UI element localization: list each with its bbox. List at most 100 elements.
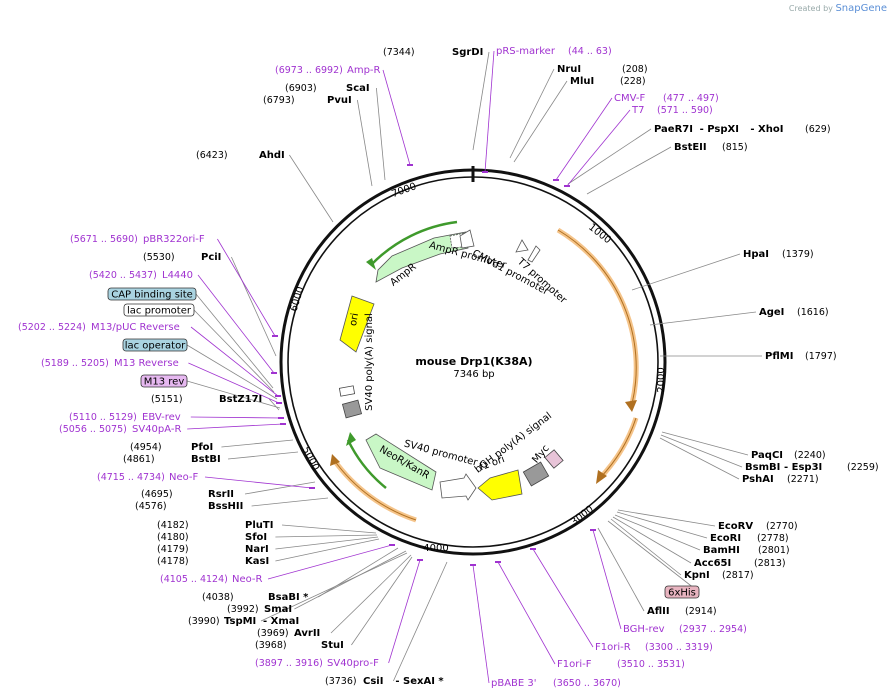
site-pos-nari: (4179) xyxy=(157,544,189,555)
site-paqci: PaqCI xyxy=(751,450,783,461)
box-lac-operator xyxy=(122,338,188,352)
primer-pos-prs-marker: (44 .. 63) xyxy=(568,46,612,57)
box-leader-lac-operator xyxy=(186,344,278,400)
tick-label-7000: 7000 xyxy=(390,181,418,200)
site-avrii: AvrII xyxy=(294,628,320,639)
ampr-arc-arrow xyxy=(366,258,376,270)
box-label-cap-binding-site: CAP binding site xyxy=(111,290,193,301)
leader-hpai xyxy=(631,253,741,291)
site-csii: CsiI xyxy=(363,676,383,687)
site-hpai: HpaI xyxy=(743,249,769,260)
site-alias-esp3i: - Esp3I xyxy=(784,462,822,473)
credit-text: Created by xyxy=(788,4,833,13)
site-pos-ecorv: (2770) xyxy=(766,521,798,532)
site-pos-paer7i: (629) xyxy=(805,124,831,135)
box-leader-6xhis xyxy=(607,520,700,593)
primer-bgh-rev: BGH-rev xyxy=(623,624,665,635)
primer-pos-sv40pro-f: (3897 .. 3916) xyxy=(255,658,323,669)
site-pos-stui: (3968) xyxy=(255,640,287,651)
leader-kpni xyxy=(610,518,682,576)
primer-l4440: L4440 xyxy=(162,270,193,281)
primer-f1ori-f: F1ori-F xyxy=(557,659,592,670)
snapgene-logo: SnapGene xyxy=(835,3,887,14)
primer-t7: T7 xyxy=(631,105,644,116)
site-pos-ecori: (2778) xyxy=(757,533,789,544)
site-pos-pflmi: (1797) xyxy=(805,351,837,362)
site-kasi: KasI xyxy=(245,556,269,567)
site-pos-bsabi: (4038) xyxy=(202,592,234,603)
primer-pos-neo-f: (4715 .. 4734) xyxy=(97,472,165,483)
site-nrui: NruI xyxy=(557,64,581,75)
tick-label-3000: 3000 xyxy=(569,504,596,528)
site-pos-tspmi: (3990) xyxy=(188,616,220,627)
box-leader-cap-binding-site xyxy=(195,293,274,389)
site-acc65i: Acc65I xyxy=(694,558,731,569)
leader-ecorv xyxy=(617,509,716,527)
leader-bstz17i xyxy=(268,398,280,411)
primer-pos-amp-r: (6973 .. 6992) xyxy=(275,65,343,76)
site-tspmi: TspMI xyxy=(224,616,256,627)
site-stui: StuI xyxy=(321,640,344,651)
site-pvui: PvuI xyxy=(327,95,352,106)
sv40-polya-feature xyxy=(341,399,363,419)
site-aflii: AflII xyxy=(647,606,670,617)
primer-leader-amp-r xyxy=(382,69,411,166)
site-pos-bstz17i: (5151) xyxy=(151,394,183,405)
site-pos-pshai: (2271) xyxy=(787,474,819,485)
primer-pos-m13-reverse: (5189 .. 5205) xyxy=(41,358,109,369)
site-pos-aflii: (2914) xyxy=(685,606,717,617)
leader-sgrdi xyxy=(472,51,490,151)
site-kpni: KpnI xyxy=(684,570,710,581)
primer-leader-neo-f xyxy=(204,476,313,489)
box-6xhis xyxy=(664,585,700,599)
tick-label-2000: 2000 xyxy=(656,367,667,392)
site-pos-bsshii: (4576) xyxy=(135,501,167,512)
leader-kasi xyxy=(275,538,380,562)
feature-label-f1-ori: f1 ori xyxy=(478,454,506,473)
site-agei: AgeI xyxy=(759,307,784,318)
site-ahdi: AhdI xyxy=(259,150,285,161)
site-paer7i: PaeR7I xyxy=(654,124,693,135)
box-label-m13-rev: M13 rev xyxy=(144,377,185,388)
leader-ahdi xyxy=(289,154,334,223)
site-pos-smai: (3992) xyxy=(227,604,259,615)
leader-lines xyxy=(186,50,762,684)
leader-bsmbi xyxy=(660,434,743,468)
orf-arrow-neo xyxy=(330,454,340,466)
leader-pvui xyxy=(357,99,373,187)
feature-label-sv40-poly-a-signal: SV40 poly(A) signal xyxy=(364,313,375,411)
primer-neo-f: Neo-F xyxy=(169,472,199,483)
primer-labels: pRS-marker(44 .. 63)CMV-F(477 .. 497)T7(… xyxy=(18,46,747,689)
box-label-lac-operator: lac operator xyxy=(125,341,186,352)
site-pos-ahdi: (6423) xyxy=(196,150,228,161)
site-pos-sgrdi: (7344) xyxy=(383,47,415,58)
primer-pos-m13-puc-reverse: (5202 .. 5224) xyxy=(18,322,86,333)
primer-leader-t7 xyxy=(566,109,631,187)
site-bsshii: BssHII xyxy=(208,501,243,512)
primer-pos-pbr322ori-f: (5671 .. 5690) xyxy=(70,234,138,245)
primer-leader-neo-r xyxy=(267,544,393,580)
orf-arc-neo-center xyxy=(333,459,417,521)
leader-sfoi xyxy=(275,534,378,538)
leader-bsteii xyxy=(586,146,672,195)
leader-rsrii xyxy=(244,481,316,495)
neo-feature xyxy=(365,433,437,491)
leader-ecori xyxy=(616,511,708,539)
leader-bamhi xyxy=(614,514,701,551)
primer-leader-sv40pa-r xyxy=(187,423,284,430)
site-alias-xhoi: - XhoI xyxy=(750,124,783,135)
primer-leader-m13-reverse xyxy=(188,362,280,404)
t7-promoter-feature xyxy=(527,245,541,263)
leader-bstbi xyxy=(227,451,299,460)
box-leader-lac-promoter xyxy=(193,309,275,393)
ori-feature xyxy=(339,295,375,353)
site-pos-bamhi: (2801) xyxy=(758,545,790,556)
site-bsmbi: BsmBI xyxy=(745,462,780,473)
site-nari: NarI xyxy=(245,544,269,555)
box-lac-promoter xyxy=(123,303,195,317)
site-mlui: MluI xyxy=(570,76,594,87)
feature-label-ori: ori xyxy=(348,312,361,327)
site-pos-bsmbi: (2259) xyxy=(847,462,879,473)
leader-pcii xyxy=(231,256,277,357)
